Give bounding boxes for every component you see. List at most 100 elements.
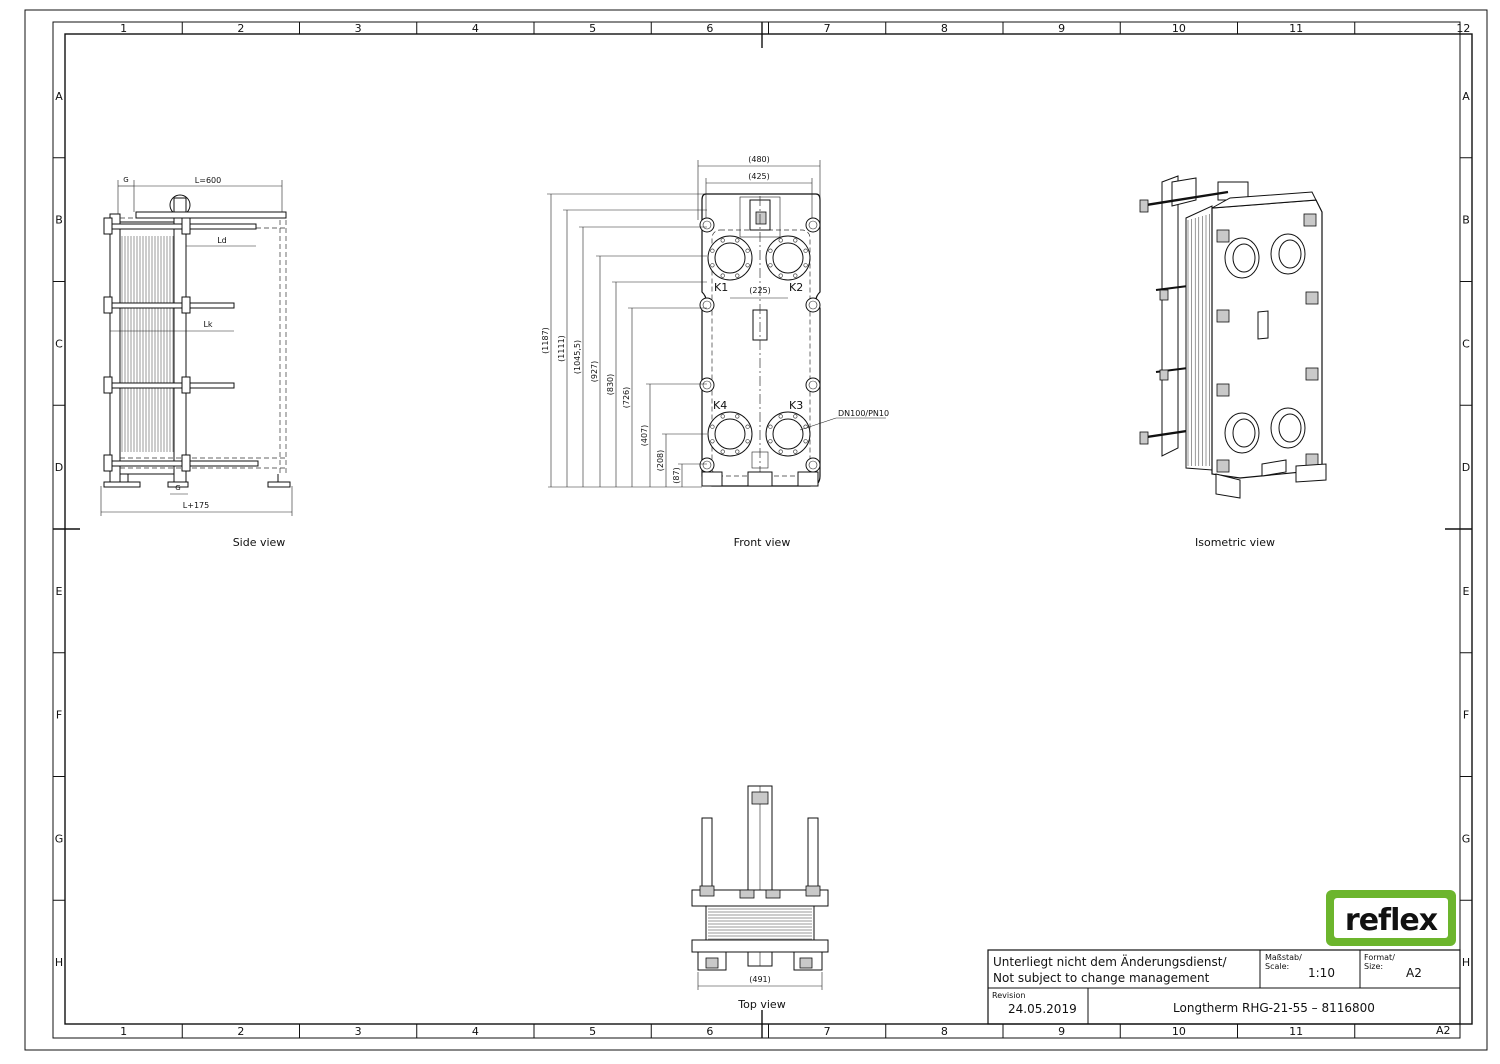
grid-col-label-top: 10 — [1172, 22, 1186, 35]
grid-col-label-bottom: 11 — [1289, 1025, 1303, 1038]
port-label-k1: K1 — [714, 281, 728, 294]
grid-col-label-bottom: 1 — [120, 1025, 127, 1038]
grid-col-label-bottom: 10 — [1172, 1025, 1186, 1038]
front-view-caption: Front view — [734, 536, 791, 549]
side-view: L=600 G Ld Lk G L+175 Side view — [100, 176, 293, 549]
dim-vertical-label: (208) — [656, 450, 665, 472]
format-label-de: Format/ — [1364, 953, 1395, 962]
dim-vertical-label: (927) — [590, 361, 599, 383]
connection-label: DN100/PN10 — [838, 409, 889, 418]
grid-col-label-bottom: 9 — [1058, 1025, 1065, 1038]
grid-col-label-bottom: 2 — [237, 1025, 244, 1038]
grid-col-label-bottom: 5 — [589, 1025, 596, 1038]
dim-vertical-label: (87) — [672, 467, 681, 483]
dim-w425: (425) — [748, 172, 770, 181]
grid-col-label-bottom: 3 — [355, 1025, 362, 1038]
format-value: A2 — [1406, 966, 1422, 980]
dim-w480: (480) — [748, 155, 770, 164]
front-port-k1 — [707, 235, 753, 281]
grid-col-label-top: 9 — [1058, 22, 1065, 35]
grid-row-label-left: C — [55, 337, 63, 350]
dim-vertical-label: (1111) — [557, 335, 566, 362]
port-label-k4: K4 — [713, 399, 727, 412]
top-view: (491) Top view — [691, 785, 829, 1011]
isometric-view: Isometric view — [1139, 175, 1327, 549]
grid-col-label-top: 3 — [355, 22, 362, 35]
grid-row-label-right: H — [1462, 956, 1470, 969]
top-view-caption: Top view — [737, 998, 785, 1011]
reflex-logo: reflex — [1326, 890, 1456, 946]
side-view-plates — [121, 236, 174, 452]
grid-col-label-bottom: 8 — [941, 1025, 948, 1038]
scale-label-en: Scale: — [1265, 962, 1289, 971]
front-vertical-dims: (1187) (1111) (1045,5) (927) (830) (726) (407)… — [541, 193, 707, 487]
scale-value: 1:10 — [1308, 966, 1335, 980]
grid-row-label-left: G — [55, 832, 64, 845]
title-block: Unterliegt nicht dem Änderungsdienst/ No… — [987, 949, 1461, 1037]
top-view-plates — [708, 908, 812, 940]
grid-col-label-top: 2 — [237, 22, 244, 35]
grid-row-label-right: C — [1462, 337, 1470, 350]
corner-size: A2 — [1436, 1024, 1451, 1037]
grid-col-label-top: 6 — [706, 22, 713, 35]
dim-491: (491) — [749, 975, 771, 984]
front-port-k3 — [765, 411, 811, 457]
grid-row-label-right: B — [1462, 214, 1470, 227]
grid-row-label-left: E — [56, 585, 63, 598]
grid-row-label-right: A — [1462, 90, 1470, 103]
dim-w225: (225) — [749, 286, 771, 295]
grid-row-label-left: A — [55, 90, 63, 103]
format-label-en: Size: — [1364, 962, 1383, 971]
grid-ticks — [53, 22, 1472, 1038]
logo-text: reflex — [1345, 903, 1438, 938]
drawing-title: Longtherm RHG-21-55 – 8116800 — [1173, 1001, 1375, 1015]
grid-row-label-right: F — [1463, 709, 1469, 722]
note-en: Not subject to change management — [993, 971, 1210, 985]
dim-vertical-label: (726) — [622, 387, 631, 409]
isometric-plates — [1187, 214, 1210, 466]
scale-label-de: Maßstab/ — [1265, 953, 1302, 962]
grid-col-label-top: 11 — [1289, 22, 1303, 35]
grid-col-label-top: 7 — [824, 22, 831, 35]
front-port-k4 — [707, 411, 753, 457]
dim-L: L=600 — [195, 176, 221, 185]
front-view: K1 K2 K4 K3 (225) (480) (425) (1187) (111… — [541, 155, 889, 549]
revision-date: 24.05.2019 — [1008, 1002, 1077, 1016]
dim-G-top: G — [123, 176, 128, 184]
grid-col-label-top: 12 — [1456, 22, 1470, 35]
grid-row-label-right: E — [1463, 585, 1470, 598]
dim-L175: L+175 — [183, 501, 209, 510]
side-view-nuts — [103, 217, 191, 472]
note-de: Unterliegt nicht dem Änderungsdienst/ — [993, 954, 1227, 969]
grid-col-label-top: 4 — [472, 22, 479, 35]
dim-vertical-label: (830) — [606, 374, 615, 396]
front-port-bolts — [710, 238, 808, 454]
grid-col-label-bottom: 4 — [472, 1025, 479, 1038]
dim-vertical-label: (1187) — [541, 327, 550, 354]
grid-row-label-right: D — [1462, 461, 1470, 474]
grid-col-label-top: 1 — [120, 22, 127, 35]
port-label-k3: K3 — [789, 399, 803, 412]
isometric-nuts — [1139, 199, 1319, 473]
grid-row-label-left: H — [55, 956, 63, 969]
grid-row-label-left: D — [55, 461, 63, 474]
dim-Ld: Ld — [217, 236, 227, 245]
grid-col-label-top: 5 — [589, 22, 596, 35]
dim-vertical-label: (407) — [640, 425, 649, 447]
revision-label: Revision — [992, 991, 1025, 1000]
dim-G-bottom: G — [175, 484, 180, 492]
grid-row-label-left: B — [55, 214, 63, 227]
grid-col-label-top: 8 — [941, 22, 948, 35]
center-marks — [53, 22, 1472, 1038]
dim-Lk: Lk — [203, 320, 212, 329]
grid-col-label-bottom: 6 — [706, 1025, 713, 1038]
dim-vertical-label: (1045,5) — [573, 340, 582, 374]
grid-row-label-left: F — [56, 709, 62, 722]
port-label-k2: K2 — [789, 281, 803, 294]
grid-col-label-bottom: 7 — [824, 1025, 831, 1038]
grid-row-label-right: G — [1462, 832, 1471, 845]
side-view-caption: Side view — [233, 536, 286, 549]
front-port-k2 — [765, 235, 811, 281]
